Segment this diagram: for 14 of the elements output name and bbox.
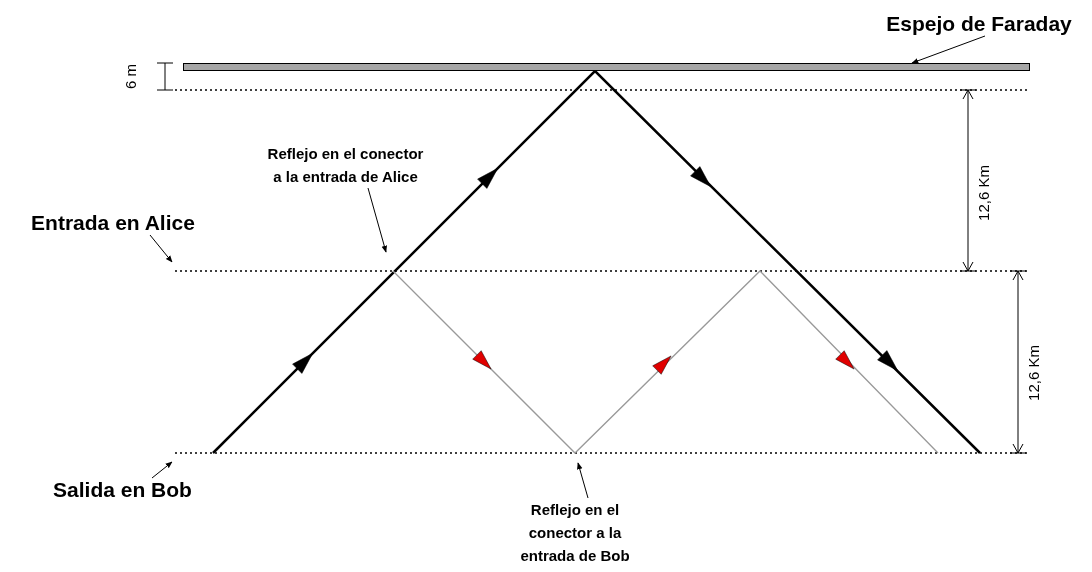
callout-label: Reflejo en el conector a la entrada de Alice [263, 142, 428, 188]
leader-line [577, 462, 589, 499]
callout-label: Entrada en Alice [8, 211, 218, 235]
dimension-label: 12,6 Km [1025, 345, 1042, 401]
mirror-bar [183, 63, 1030, 71]
leader-line [151, 461, 173, 479]
dimension-label: 12,6 Km [975, 165, 992, 221]
leader-line [149, 234, 173, 263]
callout-label: Espejo de Faraday [866, 12, 1092, 36]
callout-label: Reflejo en el conector a la entrada de Bob [500, 498, 650, 567]
leader-line [911, 35, 986, 64]
callout-label: Salida en Bob [35, 478, 210, 502]
leader-line [367, 187, 387, 253]
dimension-label: 6 m [122, 64, 139, 89]
